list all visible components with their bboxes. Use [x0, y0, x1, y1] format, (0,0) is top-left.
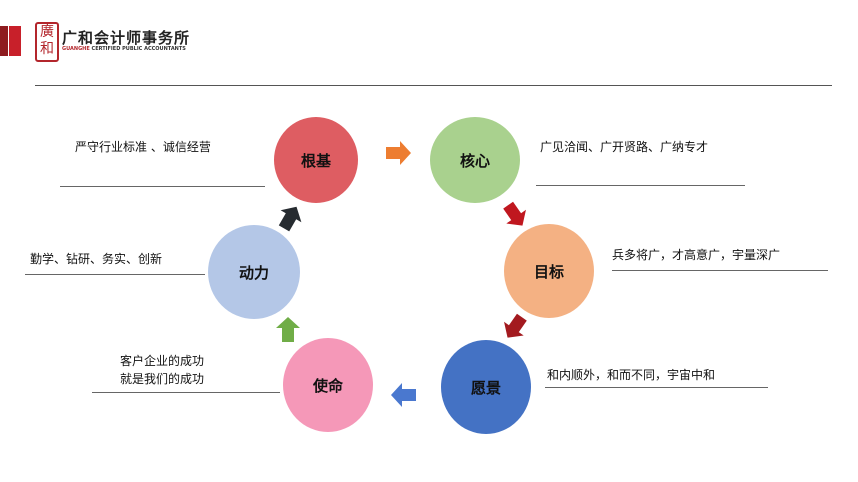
flow-arrow-icon: [276, 317, 300, 342]
node-foundation: 根基: [274, 117, 358, 203]
desc-underline: [60, 186, 265, 187]
flow-arrow-icon: [391, 383, 416, 407]
company-name-en: GUANGHE CERTIFIED PUBLIC ACCOUNTANTS: [62, 46, 186, 52]
desc-core: 广见洽闻、广开贤路、广纳专才: [540, 140, 709, 154]
node-core: 核心: [430, 117, 520, 203]
node-mission: 使命: [283, 338, 373, 432]
desc-goal: 兵多将广，才高意广，宇量深广: [612, 248, 781, 262]
desc-underline: [612, 270, 828, 271]
node-vision: 愿景: [441, 340, 531, 434]
desc-underline: [92, 392, 280, 393]
desc-motivation: 勤学、钻研、务实、创新: [30, 252, 163, 266]
flow-arrow-icon: [386, 141, 411, 165]
company-seal-logo: 廣和: [35, 22, 59, 62]
desc-underline: [536, 185, 745, 186]
header-bar-red: [9, 26, 21, 56]
desc-mission-1: 客户企业的成功: [120, 354, 205, 368]
node-motivation: 动力: [208, 225, 300, 319]
desc-underline: [25, 274, 205, 275]
company-name-cn: 广和会计师事务所: [62, 29, 191, 47]
desc-vision: 和内顺外，和而不同，宇宙中和: [547, 368, 716, 382]
desc-underline: [545, 387, 768, 388]
header-bar-dark: [0, 26, 8, 56]
desc-foundation: 严守行业标准 、诚信经营: [75, 140, 211, 154]
desc-mission-2: 就是我们的成功: [120, 372, 205, 386]
header-divider: [35, 85, 832, 86]
flow-arrow-icon: [503, 201, 526, 226]
node-goal: 目标: [504, 224, 594, 318]
flow-arrow-icon: [504, 313, 527, 338]
flow-arrow-icon: [278, 206, 302, 232]
